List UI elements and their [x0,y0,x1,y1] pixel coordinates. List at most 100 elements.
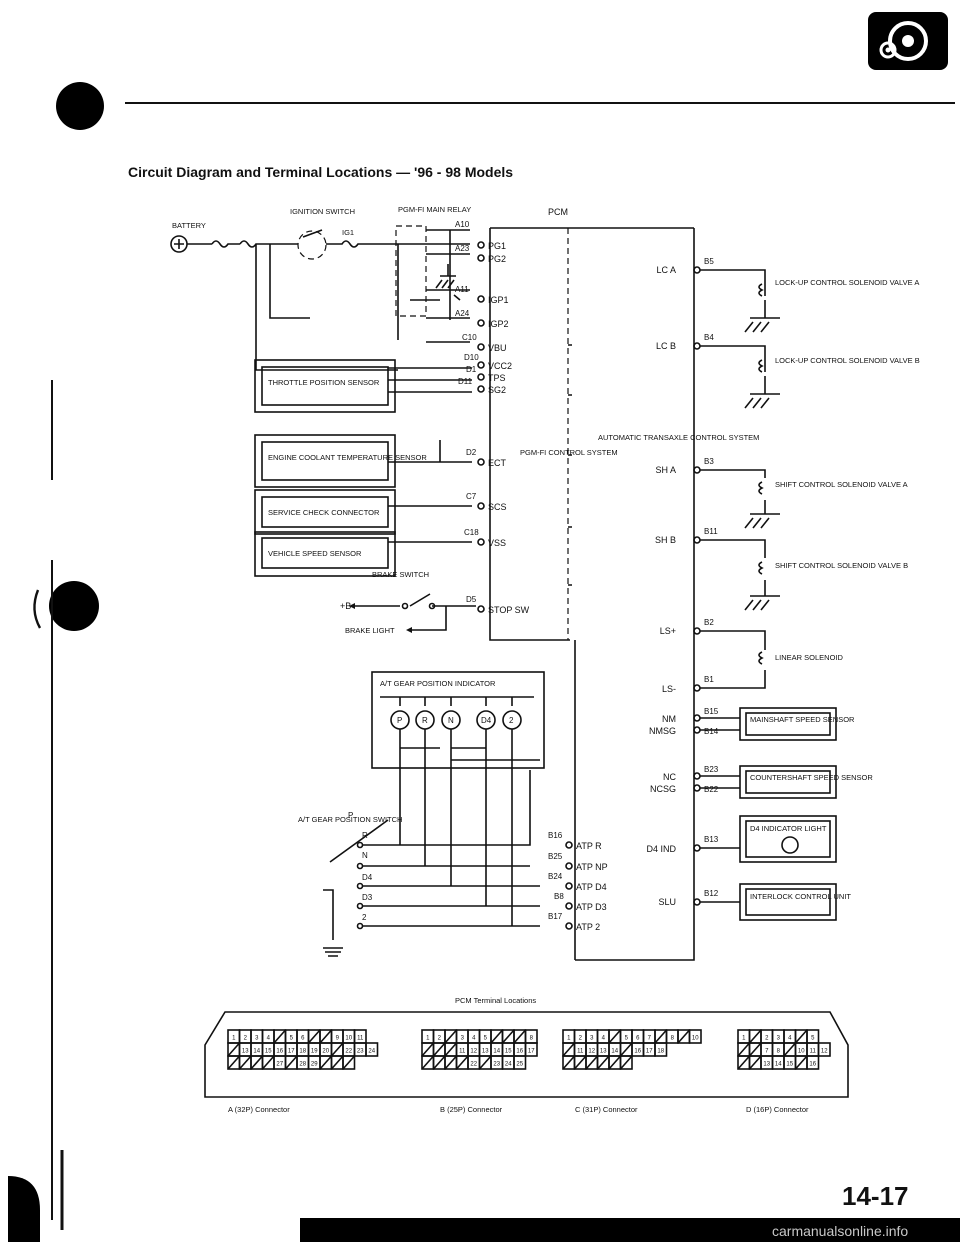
indicator-light-icon [781,836,799,854]
connector-empty-slot [619,1042,633,1057]
hole-punch [8,1176,40,1242]
sensor-box-service-check: SERVICE CHECK CONNECTOR [254,489,472,535]
right-terminal-row: LC A B5 LOCK-UP CONTROL SOLENOID VALVE A [656,257,919,333]
connector-pin-number: 12 [588,1049,595,1055]
pin-label: B12 [704,889,719,898]
connector-empty-slot [608,1055,622,1070]
connector-cell [513,1055,527,1070]
page-number: 14-17 [842,1181,909,1211]
terminal-dot [477,373,485,381]
connector-pin-number: 1 [742,1036,746,1042]
pin-label: B22 [704,785,719,794]
signal-label: LS+ [660,626,676,636]
pin-label: B4 [704,333,714,342]
connector-empty-slot [342,1055,356,1070]
gear-lamp: D4 [476,710,496,730]
terminal-dot [477,254,485,262]
connector-pin-number: 17 [646,1049,653,1055]
connector-pin-number: 23 [357,1049,364,1055]
connector-pin-number: 11 [357,1036,364,1042]
hole-punch [49,581,99,631]
left-terminal-row: D1 TPS [466,365,506,383]
main-relay-label: PGM-FI MAIN RELAY [398,205,471,214]
atp-terminal-row: B17 ATP 2 [548,912,600,932]
automatic-transaxle-label: AUTOMATIC TRANSAXLE CONTROL SYSTEM [598,433,759,442]
hole-punch [56,82,104,130]
connector-empty-slot [748,1029,762,1044]
connector-pin-number: 8 [671,1036,675,1042]
left-terminal-row: C10 VBU [462,333,507,353]
connector-pin-number: 16 [516,1049,523,1055]
signal-label: ATP D3 [576,902,607,912]
signal-label: D4 IND [646,844,676,854]
connector-empty-slot [238,1055,252,1070]
connector-empty-slot [677,1029,691,1044]
connector-empty-slot [421,1042,435,1057]
connector-empty-slot [501,1029,515,1044]
switch-contact [401,602,409,610]
right-terminal-row: SH B B11 SHIFT CONTROL SOLENOID VALVE B [655,527,908,611]
gear-switch-position: N [356,851,368,870]
connector-empty-slot [562,1055,576,1070]
gear-switch-label: A/T GEAR POSITION SWITCH [298,815,402,824]
connector-pin-number: 3 [255,1036,259,1042]
signal-label: SCS [488,502,507,512]
connector-pin-number: 27 [276,1062,283,1068]
gear-lamp-label: P [397,716,402,725]
left-terminal-row: C18 VSS [464,528,506,548]
connector-pin-number: 2 [579,1036,583,1042]
connector-pin-number: 8 [530,1036,534,1042]
connector-empty-slot [330,1042,344,1057]
ignition-switch-label: IGNITION SWITCH [290,207,355,216]
connector-pin-number: 28 [299,1062,306,1068]
pgm-fi-control-system-label: PGM-FI CONTROL SYSTEM [520,448,618,457]
switch-contact [428,602,436,610]
page-title: Circuit Diagram and Terminal Locations —… [128,164,513,180]
connector-cell [524,1042,538,1057]
signal-label: ATP R [576,841,602,851]
terminal-dot [477,241,485,249]
left-terminal-row: A23 PG2 [455,244,506,264]
connector-pin-number: 16 [276,1049,283,1055]
connector-empty-slot [513,1029,527,1044]
connector-pin-number: 3 [590,1036,594,1042]
signal-label: PG1 [488,241,506,251]
connector-pin-number: 20 [322,1049,329,1055]
connector-empty-slot [319,1055,333,1070]
connector-cell [619,1055,633,1070]
connector-pin-number: 6 [301,1036,305,1042]
header-logo [868,12,948,70]
terminal-dot [477,385,485,393]
left-terminal-row: D5 STOP SW [466,595,530,615]
connector-empty-slot [608,1029,622,1044]
connector-empty-slot [794,1029,808,1044]
connector-empty-slot [444,1029,458,1044]
connector-pin-number: 25 [516,1062,523,1068]
connector-pin-number: 5 [625,1036,629,1042]
signal-label: NM [662,714,676,724]
connector-empty-slot [562,1042,576,1057]
terminal-dot [477,343,485,351]
connector-empty-slot [421,1055,435,1070]
connector-empty-slot [783,1042,797,1057]
component-label: D4 INDICATOR LIGHT [750,824,827,833]
connector-pin-number: 5 [484,1036,488,1042]
terminal-dot [477,502,485,510]
pin-label: B5 [704,257,714,266]
pin-label: D10 [464,353,479,362]
connector-cell [806,1055,820,1070]
component-label: MAINSHAFT SPEED SENSOR [750,715,855,724]
right-terminal-row: LS+ B2 LINEAR SOLENOID [660,618,844,689]
signal-label: NCSG [650,784,676,794]
pin-label: C10 [462,333,477,342]
connector-empty-slot [261,1055,275,1070]
component-label: LOCK-UP CONTROL SOLENOID VALVE A [775,278,919,287]
brake-switch-wire [355,593,476,631]
connector-name: A (32P) Connector [228,1105,290,1114]
terminal-dot [477,458,485,466]
connector-pin-number: 5 [290,1036,294,1042]
